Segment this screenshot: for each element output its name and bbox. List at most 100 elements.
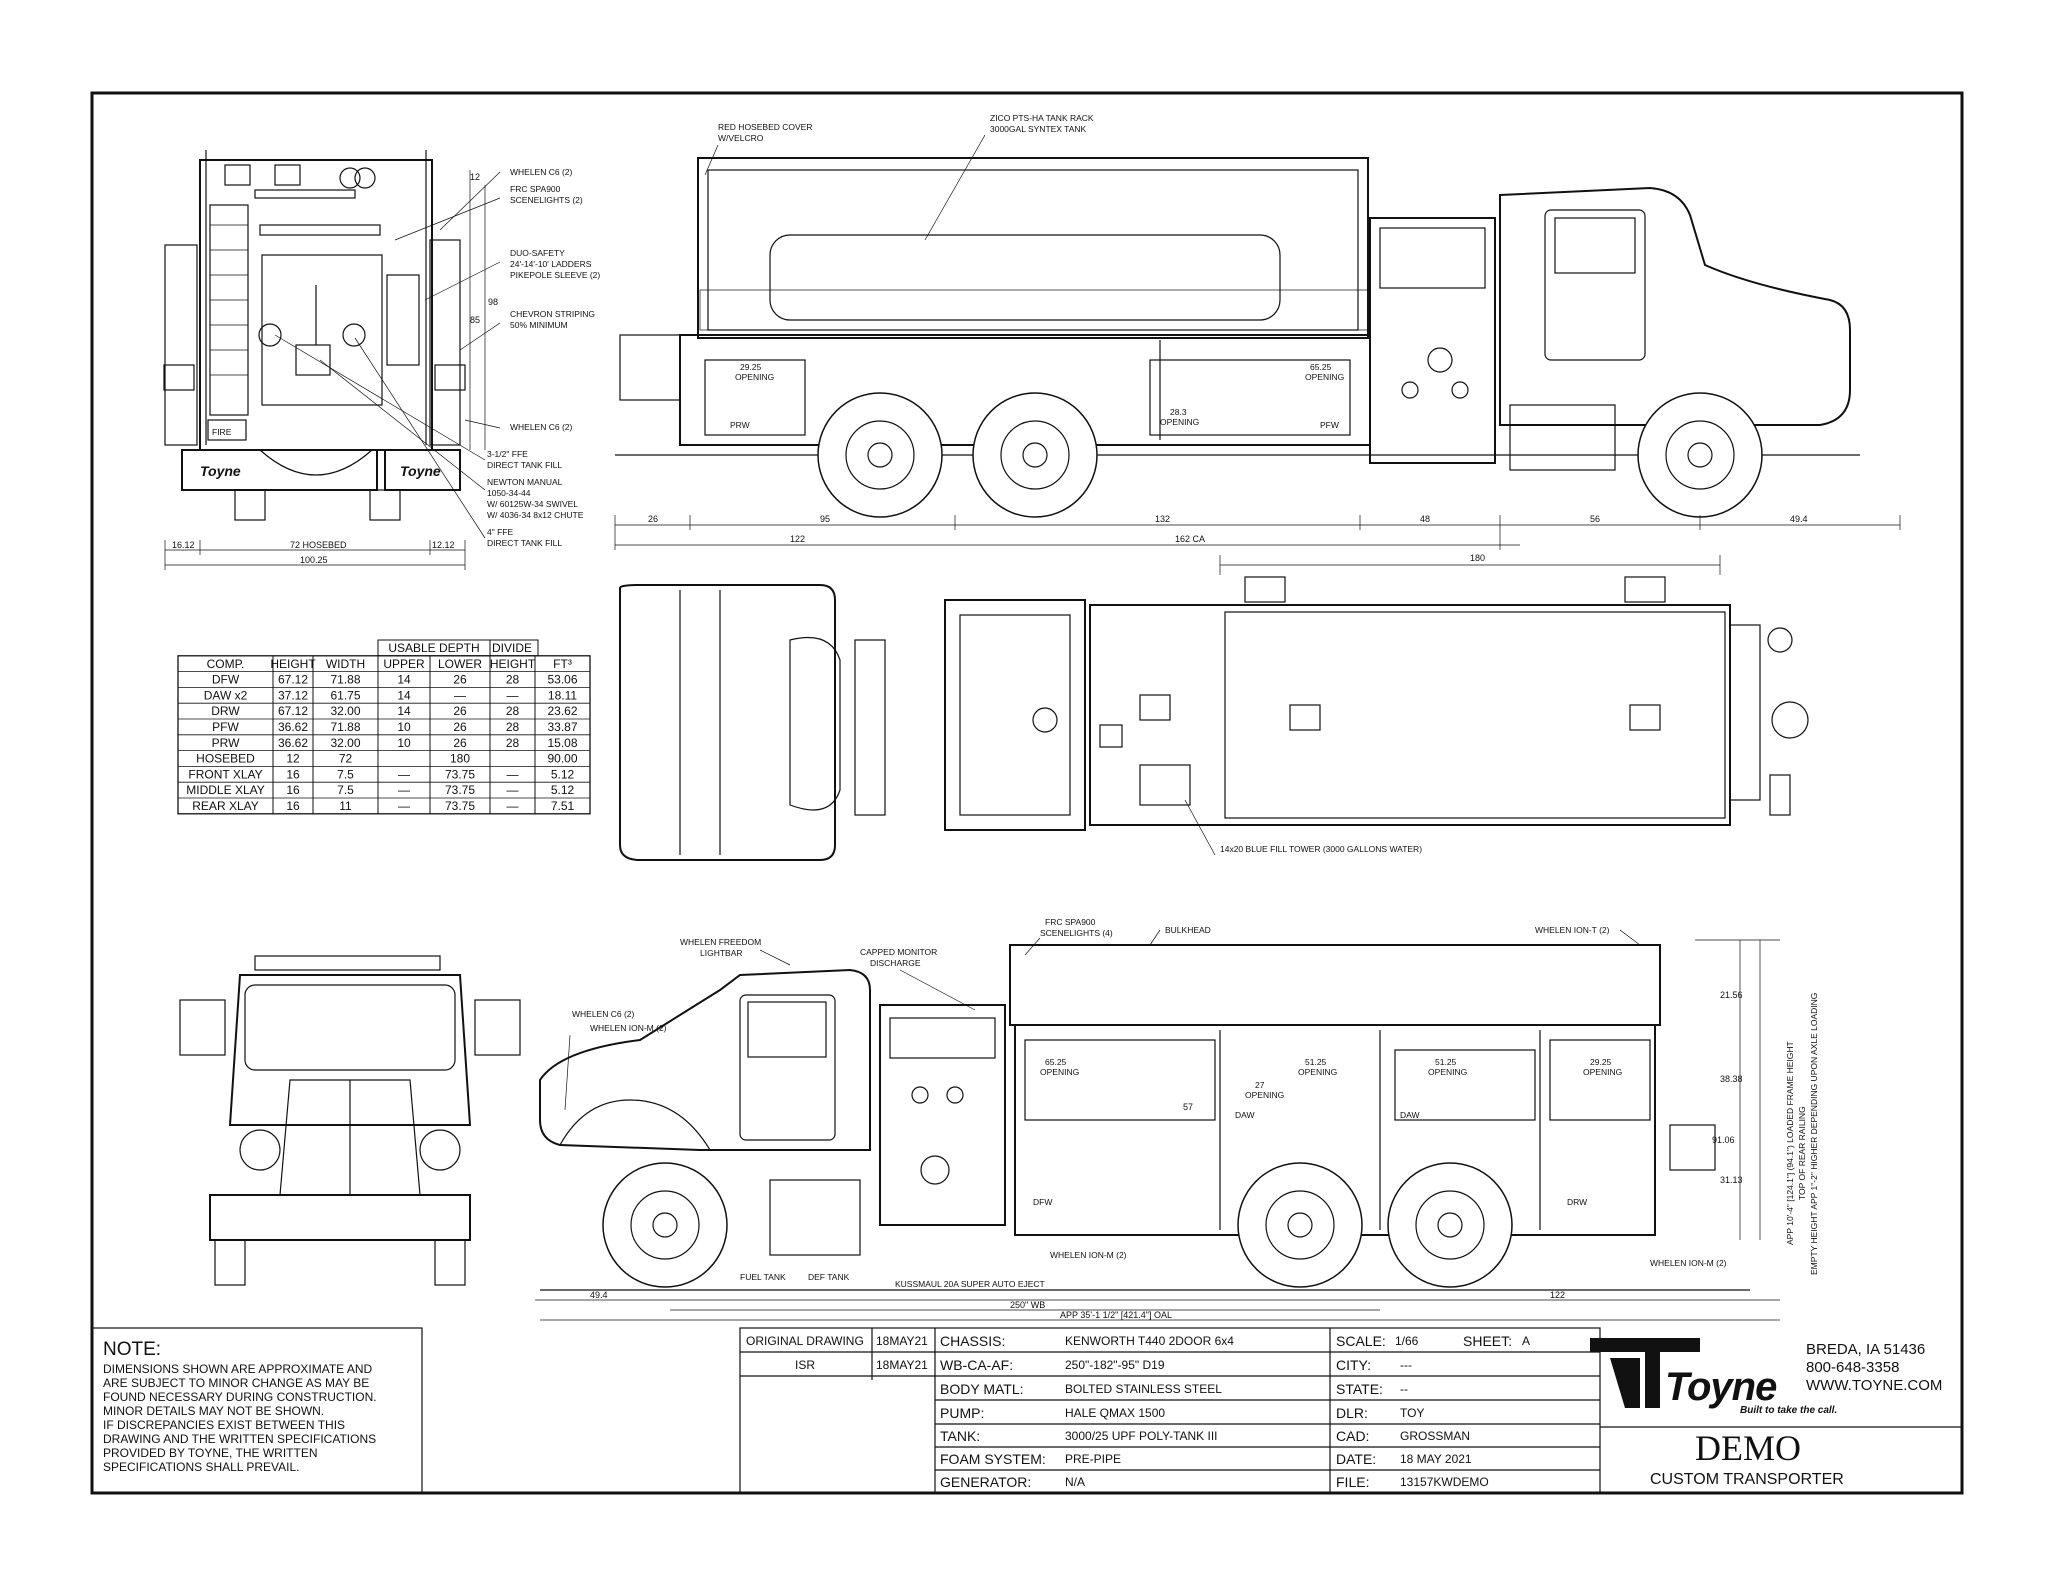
info-value: GROSSMAN [1400, 1429, 1470, 1443]
table-cell: — [507, 799, 519, 813]
side-label: 3000GAL SYNTEX TANK [990, 124, 1087, 134]
bottom-label: WHELEN ION-M (2) [1650, 1258, 1727, 1268]
rear-label: WHELEN C6 (2) [510, 422, 573, 432]
info-label: SCALE: [1336, 1333, 1386, 1349]
spec-label: WB-CA-AF: [940, 1357, 1013, 1373]
bottom-label: WHELEN ION-M (2) [590, 1023, 667, 1033]
info-value: TOY [1400, 1406, 1424, 1420]
table-cell: 28 [506, 673, 520, 687]
side-dim: 48 [1420, 514, 1430, 524]
bottom-dim: 38.38 [1720, 1074, 1743, 1084]
rear-label: WHELEN C6 (2) [510, 167, 573, 177]
table-cell: DAW x2 [204, 688, 248, 702]
rear-label: PIKEPOLE SLEEVE (2) [510, 270, 600, 280]
rear-label: CHEVRON STRIPING [510, 309, 595, 319]
revision-label: ISR [795, 1358, 815, 1372]
info-label: CAD: [1336, 1428, 1369, 1444]
toyne-logo-icon [1590, 1338, 1700, 1408]
driver-side-view [614, 157, 1901, 550]
table-cell: 71.88 [330, 720, 360, 734]
table-cell: 23.62 [547, 704, 577, 718]
company-web: WWW.TOYNE.COM [1806, 1377, 1942, 1394]
bottom-dim: 49.4 [590, 1290, 608, 1300]
opening-word: OPENING [1305, 372, 1344, 382]
comp-tag: DAW [1400, 1110, 1420, 1120]
table-cell: 32.00 [330, 704, 360, 718]
note-line: FOUND NECESSARY DURING CONSTRUCTION. [103, 1390, 377, 1404]
opening-size: 51.25 [1305, 1057, 1327, 1067]
table-cell: — [398, 799, 410, 813]
opening-word: OPENING [1428, 1067, 1467, 1077]
bottom-dim: 57 [1183, 1102, 1193, 1112]
rear-dim: 100.25 [300, 555, 328, 565]
table-cell: DFW [212, 673, 240, 687]
front-view [179, 955, 521, 1286]
table-cell: 28 [506, 736, 520, 750]
comp-tag: PFW [1320, 420, 1339, 430]
table-cell: 18.11 [548, 688, 577, 702]
info-label: FILE: [1336, 1474, 1369, 1490]
info-value: 13157KWDEMO [1400, 1475, 1489, 1489]
rear-axle-2-wheel [972, 392, 1098, 518]
bottom-label: WHELEN C6 (2) [572, 1009, 635, 1019]
table-cell: 73.75 [445, 767, 475, 781]
bottom-dim: 91.06 [1712, 1135, 1735, 1145]
front-axle-wheel [602, 1162, 728, 1288]
plan-dim-180: 180 [1470, 553, 1485, 563]
spec-label: PUMP: [940, 1405, 984, 1421]
table-cell: 10 [397, 736, 411, 750]
spec-value: KENWORTH T440 2DOOR 6x4 [1065, 1334, 1234, 1348]
comp-tag: DRW [1567, 1197, 1587, 1207]
bottom-dim: APP 35'-1 1/2" [421.4"] OAL [1060, 1310, 1172, 1320]
rear-label: 4" FFE [487, 527, 513, 537]
rear-label: 3-1/2" FFE [487, 449, 528, 459]
revision-label: ORIGINAL DRAWING [746, 1334, 864, 1348]
table-cell: — [507, 783, 519, 797]
opening-word: OPENING [1583, 1067, 1622, 1077]
spec-value: PRE-PIPE [1065, 1452, 1121, 1466]
bottom-label: DEF TANK [808, 1272, 850, 1282]
spec-label: CHASSIS: [940, 1333, 1005, 1349]
table-cell: — [507, 688, 519, 702]
side-dim: 95 [820, 514, 830, 524]
table-cell: 28 [506, 704, 520, 718]
table-cell: 33.87 [547, 720, 577, 734]
opening-word: OPENING [1160, 417, 1199, 427]
project-title: DEMO [1695, 1428, 1801, 1468]
table-header-cell: UPPER [383, 657, 425, 671]
fill-tower-label: 14x20 BLUE FILL TOWER (3000 GALLONS WATE… [1220, 844, 1422, 854]
info-value: 1/66 [1395, 1334, 1419, 1348]
spec-value: HALE QMAX 1500 [1065, 1406, 1165, 1420]
table-cell: 26 [453, 673, 467, 687]
note-line: SPECIFICATIONS SHALL PREVAIL. [103, 1460, 300, 1474]
bottom-label: DISCHARGE [870, 958, 921, 968]
opening-size: 51.25 [1435, 1057, 1457, 1067]
rear-label: SCENELIGHTS (2) [510, 195, 583, 205]
spec-label: FOAM SYSTEM: [940, 1451, 1046, 1467]
note-line: DIMENSIONS SHOWN ARE APPROXIMATE AND [103, 1362, 372, 1376]
table-group-header: DIVIDE [492, 641, 532, 655]
comp-tag: DFW [1033, 1197, 1052, 1207]
vertical-note: EMPTY HEIGHT APP 1"-2" HIGHER DEPENDING … [1809, 993, 1819, 1275]
table-header-cell: FT³ [553, 657, 572, 671]
table-cell: 7.5 [337, 783, 354, 797]
rear-dim: 12 [470, 172, 480, 182]
bottom-dim: 250" WB [1010, 1300, 1045, 1310]
bottom-label: WHELEN ION-T (2) [1535, 925, 1610, 935]
table-cell: 7.51 [551, 799, 575, 813]
table-group-header: USABLE DEPTH [388, 641, 479, 655]
rear-dim: 72 HOSEBED [290, 540, 347, 550]
table-cell: 37.12 [278, 688, 308, 702]
bottom-label: CAPPED MONITOR [860, 947, 937, 957]
table-cell: MIDDLE XLAY [186, 783, 264, 797]
comp-tag: PRW [730, 420, 750, 430]
table-cell: 7.5 [337, 767, 354, 781]
rear-axle-2-wheel [1387, 1162, 1513, 1288]
note-line: DRAWING AND THE WRITTEN SPECIFICATIONS [103, 1432, 376, 1446]
fire-mark: FIRE [212, 427, 232, 437]
table-cell: 5.12 [551, 783, 575, 797]
table-cell: DRW [211, 704, 240, 718]
table-cell: 15.08 [547, 736, 577, 750]
spec-value: 250"-182"-95" D19 [1065, 1358, 1165, 1372]
